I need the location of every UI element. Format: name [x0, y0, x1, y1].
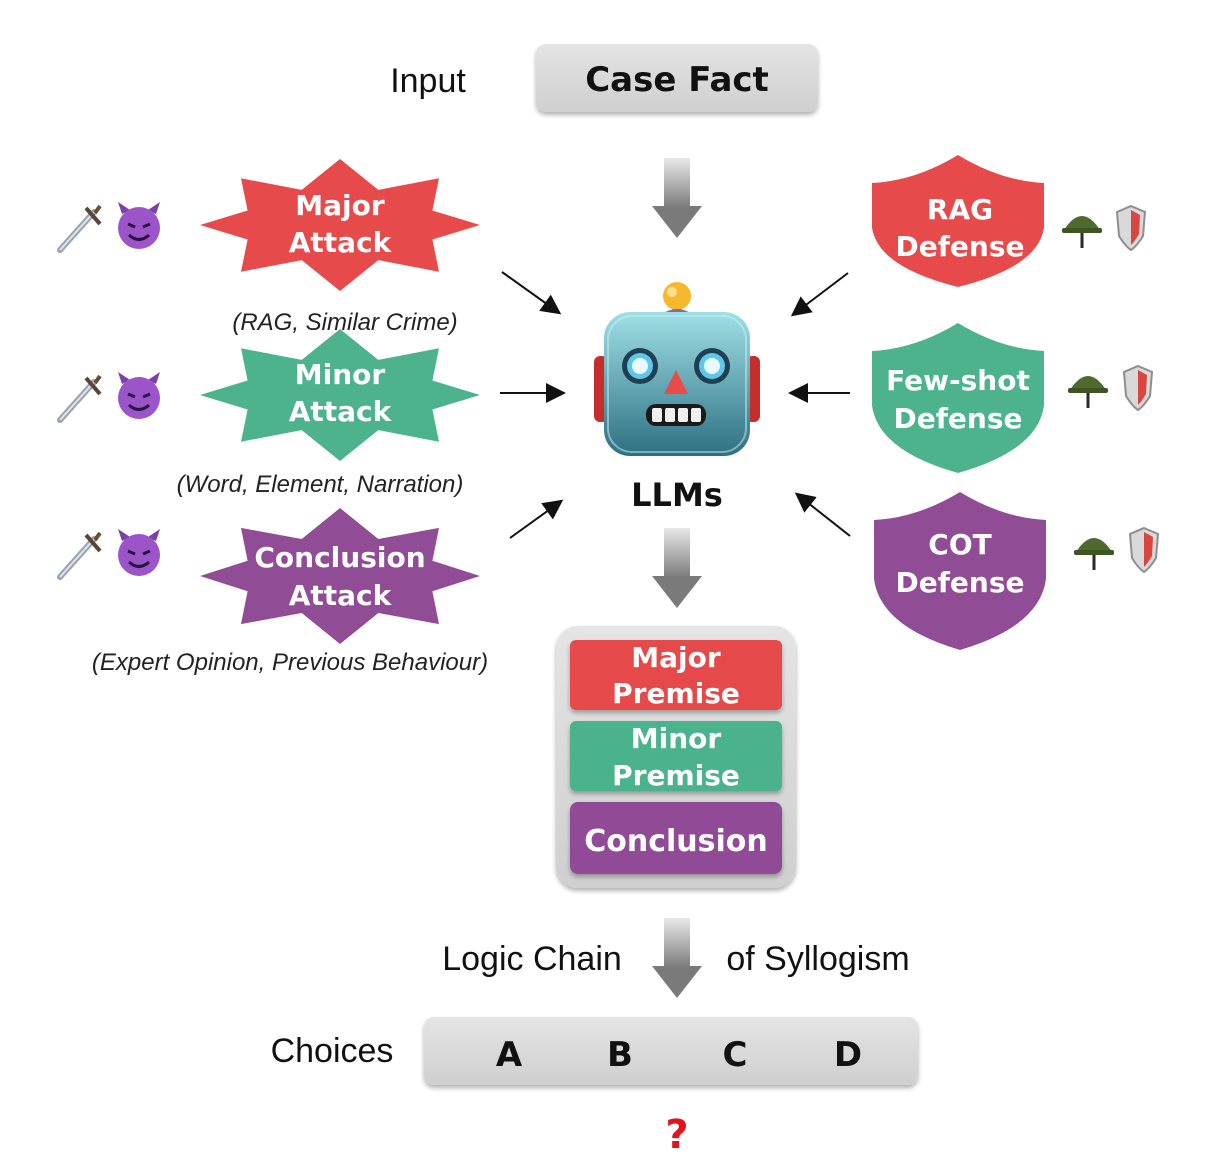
input-label: Input [390, 62, 466, 100]
major-attack-star: Major Attack [200, 159, 480, 291]
rag-defense-line2: Defense [896, 230, 1025, 263]
dagger-icon [57, 531, 102, 580]
helmet-icon [1068, 376, 1108, 408]
major-premise-line1: Major [631, 641, 721, 674]
helmet-icon [1062, 216, 1102, 248]
rag-defense-line1: RAG [927, 193, 993, 226]
dagger-icon [57, 204, 102, 253]
major-premise-line2: Premise [612, 677, 740, 710]
arrow-major-attack-to-llm [501, 271, 562, 315]
conclusion-box [570, 802, 782, 874]
major-premise-box [570, 640, 782, 710]
case-fact-label: Case Fact [585, 60, 769, 100]
major-attack-line1: Major [295, 189, 385, 222]
choice-a: A [496, 1035, 523, 1075]
arrow-rag-defense-to-llm [790, 272, 849, 317]
minor-premise-box [570, 721, 782, 791]
cot-defense-line1: COT [928, 528, 991, 561]
major-attack-sources: (RAG, Similar Crime) [232, 309, 457, 336]
rag-defense-shield: RAG Defense [872, 155, 1044, 287]
major-attack-line2: Attack [289, 226, 393, 259]
minor-attack-line1: Minor [295, 358, 386, 391]
few-shot-defense-shield: Few-shot Defense [872, 323, 1044, 473]
conclusion-attack-sources: (Expert Opinion, Previous Behaviour) [92, 649, 488, 676]
choices-box [424, 1017, 918, 1085]
devil-icon [118, 529, 160, 576]
shield-icon [1128, 526, 1160, 574]
dagger-icon [57, 374, 102, 423]
choice-c: C [723, 1035, 748, 1075]
minor-premise-line1: Minor [631, 722, 722, 755]
minor-premise-line2: Premise [612, 759, 740, 792]
minor-attack-sources: (Word, Element, Narration) [177, 471, 464, 498]
devil-icon [118, 202, 160, 249]
helmet-icon [1074, 538, 1114, 570]
down-arrow-to-premises [652, 528, 702, 608]
down-arrow-to-choices [652, 918, 702, 998]
arrow-cot-defense-to-llm [794, 492, 851, 537]
case-fact-box [536, 44, 818, 112]
cot-defense-shield: COT Defense [874, 492, 1046, 650]
question-mark-icon: ? [665, 1112, 688, 1158]
minor-attack-line2: Attack [289, 395, 393, 428]
shield-icon [1115, 204, 1147, 252]
robot-icon [594, 282, 760, 456]
shield-icon [1122, 364, 1154, 412]
conclusion-attack-star: Conclusion Attack [200, 508, 480, 644]
conclusion-attack-line1: Conclusion [254, 541, 425, 574]
choice-b: B [607, 1035, 633, 1075]
conclusion-attack-line2: Attack [289, 579, 393, 612]
choices-label: Choices [271, 1032, 394, 1070]
choice-d: D [834, 1035, 862, 1075]
few-shot-defense-line2: Defense [894, 402, 1023, 435]
minor-attack-star: Minor Attack [200, 329, 480, 461]
cot-defense-line2: Defense [896, 566, 1025, 599]
conclusion-label: Conclusion [584, 824, 768, 859]
devil-icon [118, 372, 160, 419]
syllogism-label: of Syllogism [726, 940, 909, 978]
llm-label: LLMs [631, 476, 723, 514]
arrow-conclusion-attack-to-llm [509, 499, 564, 539]
few-shot-defense-line1: Few-shot [886, 364, 1030, 397]
down-arrow-to-llm [652, 158, 702, 238]
logic-chain-label: Logic Chain [442, 940, 622, 978]
